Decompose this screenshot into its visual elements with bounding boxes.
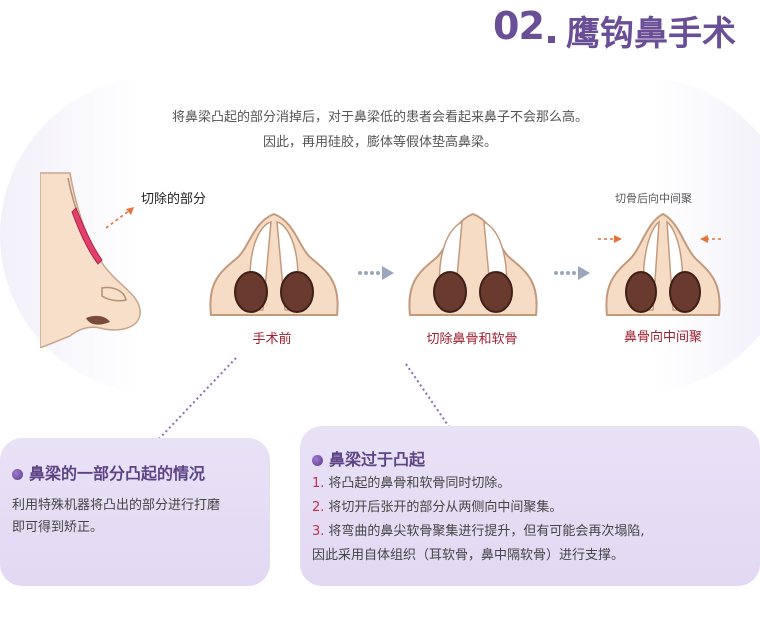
step-label-cut: 切除鼻骨和软骨 bbox=[426, 332, 518, 347]
list-item: 1.将凸起的鼻骨和软骨同时切除。 bbox=[312, 472, 510, 496]
list-item-number: 2. bbox=[312, 500, 325, 515]
nose-front-after bbox=[605, 212, 721, 316]
connector-lines bbox=[155, 357, 455, 443]
box-left-line-1: 利用特殊机器将凸出的部分进行打磨 bbox=[12, 498, 221, 513]
gather-label: 切骨后向中间聚 bbox=[615, 192, 692, 205]
inward-arrow-left bbox=[598, 235, 622, 243]
info-box-partial-hump-title: 鼻梁的一部分凸起的情况 bbox=[12, 460, 205, 484]
intro-line-2: 因此，再用硅胶，膨体等假体垫高鼻梁。 bbox=[262, 135, 497, 150]
step-label-gather: 鼻骨向中间聚 bbox=[623, 330, 702, 345]
intro-line-1: 将鼻梁凸起的部分消掉后，对于鼻梁低的患者会看起来鼻子不会那么高。 bbox=[171, 110, 588, 125]
section-number: 02 bbox=[493, 4, 545, 48]
box-right-title-text: 鼻梁过于凸起 bbox=[329, 450, 426, 469]
illustration-panel bbox=[0, 76, 760, 394]
box-left-line-2: 即可得到矫正。 bbox=[12, 520, 104, 535]
list-item-text: 将切开后张开的部分从两侧向中间聚集。 bbox=[328, 500, 563, 515]
list-item-text: 将凸起的鼻骨和软骨同时切除。 bbox=[328, 476, 511, 491]
info-box-excessive-hump bbox=[300, 426, 760, 586]
info-box-excessive-hump-title: 鼻梁过于凸起 bbox=[312, 446, 425, 470]
list-item: 3.将弯曲的鼻尖软骨聚集进行提升，但有可能会再次塌陷, bbox=[312, 520, 645, 544]
step-arrow-2 bbox=[554, 266, 590, 280]
list-item-continuation: 因此采用自体组织（耳软骨，鼻中隔软骨）进行支撑。 bbox=[312, 548, 625, 563]
list-item: 2.将切开后张开的部分从两侧向中间聚集。 bbox=[312, 496, 562, 520]
nose-front-before bbox=[209, 212, 339, 316]
list-item-number: 3. bbox=[312, 524, 325, 539]
cut-label: 切除的部分 bbox=[141, 192, 207, 207]
list-item-text: 将弯曲的鼻尖软骨聚集进行提升，但有可能会再次塌陷, bbox=[328, 524, 645, 539]
bullet-icon bbox=[312, 455, 323, 466]
list-item-number: 1. bbox=[312, 476, 325, 491]
bullet-icon bbox=[12, 469, 23, 480]
nose-front-cut bbox=[408, 212, 538, 316]
info-box-partial-hump bbox=[0, 438, 270, 586]
step-label-before: 手术前 bbox=[252, 332, 292, 347]
cut-arrow bbox=[105, 207, 134, 229]
nose-profile-illustration bbox=[40, 172, 141, 348]
step-arrow-1 bbox=[358, 266, 394, 280]
page-title: 鹰钩鼻手术 bbox=[566, 14, 736, 54]
inward-arrow-right bbox=[700, 235, 724, 243]
box-left-title-text: 鼻梁的一部分凸起的情况 bbox=[29, 464, 206, 483]
title-dot bbox=[548, 36, 555, 43]
